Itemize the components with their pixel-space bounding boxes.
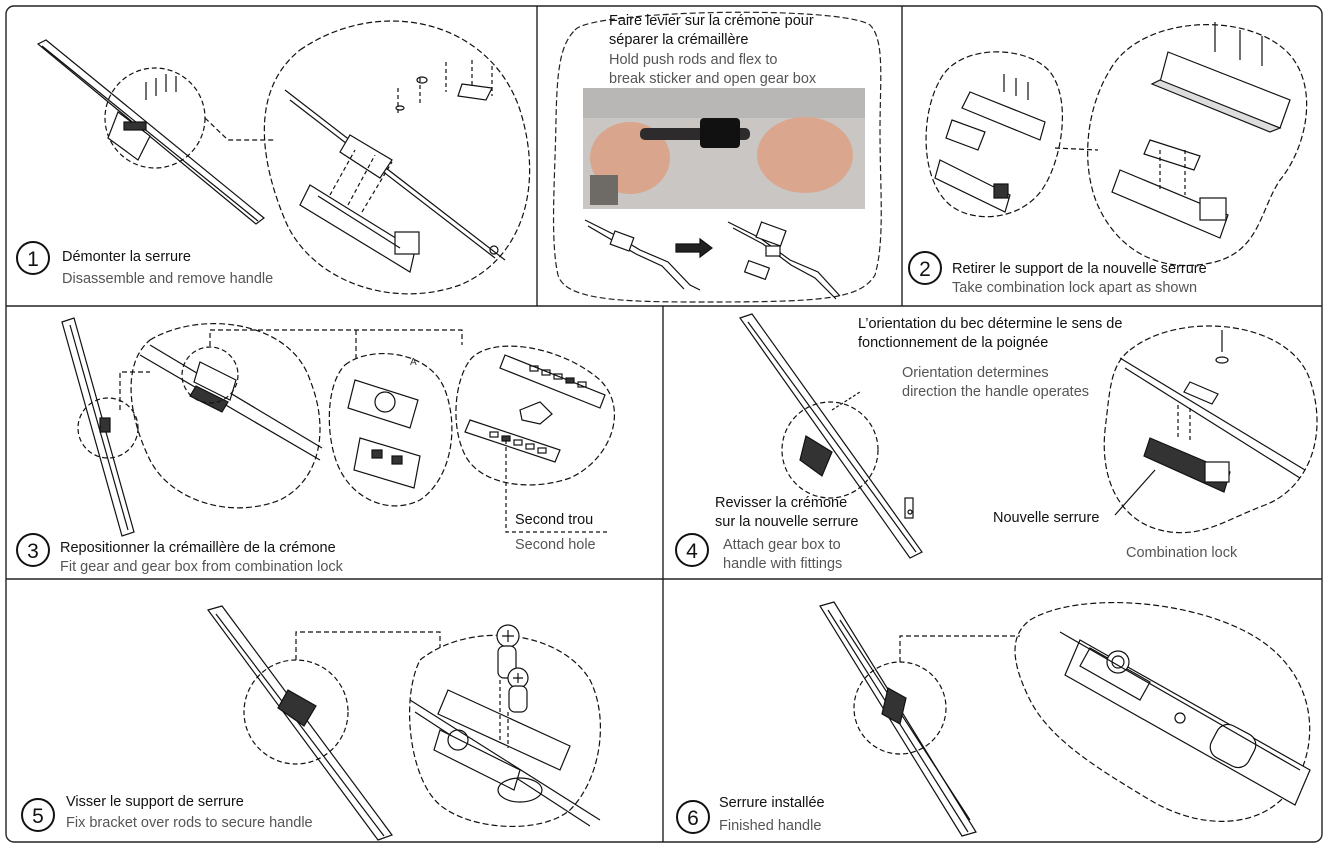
rail-large-4 <box>1119 357 1306 479</box>
screws-small-2 <box>1003 74 1029 100</box>
detail-outline-large-4 <box>1103 325 1318 534</box>
detail-mark-a: A <box>410 357 417 368</box>
step-2-number-ring <box>908 251 942 285</box>
lock-large-4 <box>1143 330 1231 493</box>
step-3-title-en: Fit gear and gear box from combination l… <box>60 559 343 575</box>
detail-outline-large-6 <box>1014 601 1311 822</box>
step-3-number: 3 <box>27 540 39 563</box>
panel-4-illustration <box>739 313 1318 559</box>
lever-title-en-1: Hold push rods and flex to <box>609 52 778 68</box>
step-2-number: 2 <box>919 258 931 281</box>
detail-outline-large-3a <box>130 323 321 509</box>
detail-circle-inner-3 <box>181 346 239 404</box>
leader-line-6 <box>899 635 1020 662</box>
screws-large-2 <box>1159 22 1263 195</box>
step-1-title-fr: Démonter la serrure <box>62 249 191 265</box>
step-6-title-fr: Serrure installée <box>719 795 825 811</box>
panel-3-illustration <box>61 317 616 537</box>
step-5-number-ring <box>21 798 55 832</box>
lever-title-en-2: break sticker and open gear box <box>609 71 817 87</box>
orientation-note-en-2: direction the handle operates <box>902 384 1090 400</box>
rail-large-1 <box>284 89 506 261</box>
step-1-title-en: Disassemble and remove handle <box>62 271 274 287</box>
step-4-number: 4 <box>686 540 698 563</box>
step-1-number-ring <box>16 241 50 275</box>
panel-grid <box>5 5 1323 843</box>
door-rail-3 <box>61 317 135 537</box>
handle-base-large-1 <box>299 184 420 273</box>
screws-large-1 <box>395 60 493 115</box>
leader-line-2 <box>1054 147 1099 151</box>
detail-circle-small-4 <box>781 401 879 499</box>
rail-large-5 <box>409 689 601 827</box>
orientation-note-fr-2: fonctionnement de la poignée <box>858 335 1049 351</box>
dashed-arrows-1 <box>329 149 393 213</box>
panel-6-illustration <box>819 601 1311 837</box>
detail-outline-small-2 <box>925 51 1064 218</box>
step-6-number-ring <box>676 800 710 834</box>
screws-small-1 <box>145 74 177 100</box>
gear-detail-3 <box>347 379 421 489</box>
leader-line-1 <box>204 117 276 141</box>
lever-title-fr-2: séparer la crémaillère <box>609 32 749 48</box>
step-3-title-fr: Repositionner la crémaillère de la crémo… <box>60 540 336 556</box>
gearbox-before-after <box>584 219 841 300</box>
photo-hands <box>583 88 865 209</box>
detail-circle-large-1 <box>263 20 531 295</box>
detail-outline-large-5 <box>409 634 601 828</box>
door-rail-4 <box>739 313 923 559</box>
step-4-title-en-1: Attach gear box to <box>723 537 841 553</box>
new-lock-label-en: Combination lock <box>1126 545 1238 561</box>
installed-lock-6 <box>1059 631 1311 806</box>
step-4-number-ring <box>675 533 709 567</box>
arrow-right-icon <box>675 237 713 259</box>
rail-large-3 <box>139 344 323 461</box>
orientation-note-en-1: Orientation determines <box>902 365 1049 381</box>
screws-large-5 <box>496 624 529 748</box>
step-2-title-fr: Retirer le support de la nouvelle serrur… <box>952 261 1207 277</box>
detail-outline-large-2 <box>1087 24 1308 266</box>
panel-2-illustration <box>925 22 1308 266</box>
bracket-large-2 <box>1111 51 1291 239</box>
lock-body-1 <box>107 111 151 161</box>
step-5-title-en: Fix bracket over rods to secure handle <box>66 815 313 831</box>
middle-dashed-outline <box>552 11 882 303</box>
hole-strip-3 <box>464 354 606 463</box>
leader-line-3 <box>119 371 150 410</box>
gear-box-large-1 <box>339 134 393 179</box>
lever-title-fr-1: Faire levier sur la crémone pour <box>609 13 814 29</box>
nouvelle-serrure-pointer <box>1114 469 1156 516</box>
detail-outline-gear-3 <box>328 353 453 507</box>
panel-5-illustration <box>207 605 601 841</box>
door-rail-1 <box>36 39 265 225</box>
leader-line-5 <box>295 631 441 660</box>
step-4-title-fr-2: sur la nouvelle serrure <box>715 514 859 530</box>
panel-1-illustration <box>36 20 531 295</box>
step-5-number: 5 <box>32 805 44 828</box>
step-4-title-fr-1: Revisser la crémone <box>715 495 848 511</box>
detail-bracket-line-3 <box>209 329 463 346</box>
step-5-title-fr: Visser le support de serrure <box>66 794 244 810</box>
step-3-number-ring <box>16 533 50 567</box>
bracket-small-2 <box>934 91 1046 213</box>
step-6-number: 6 <box>687 807 699 830</box>
new-lock-label-fr: Nouvelle serrure <box>993 510 1100 526</box>
orientation-note-fr-1: L’orientation du bec détermine le sens d… <box>858 316 1123 332</box>
step-6-title-en: Finished handle <box>719 818 822 834</box>
step-2-title-en: Take combination lock apart as shown <box>952 280 1198 296</box>
detail-outline-hole-3 <box>455 345 616 486</box>
second-hole-pointer <box>505 440 610 533</box>
step-1-number: 1 <box>27 248 39 271</box>
second-hole-label-fr: Second trou <box>515 512 594 528</box>
second-hole-label-en: Second hole <box>515 537 596 553</box>
step-4-title-en-2: handle with fittings <box>723 556 843 572</box>
